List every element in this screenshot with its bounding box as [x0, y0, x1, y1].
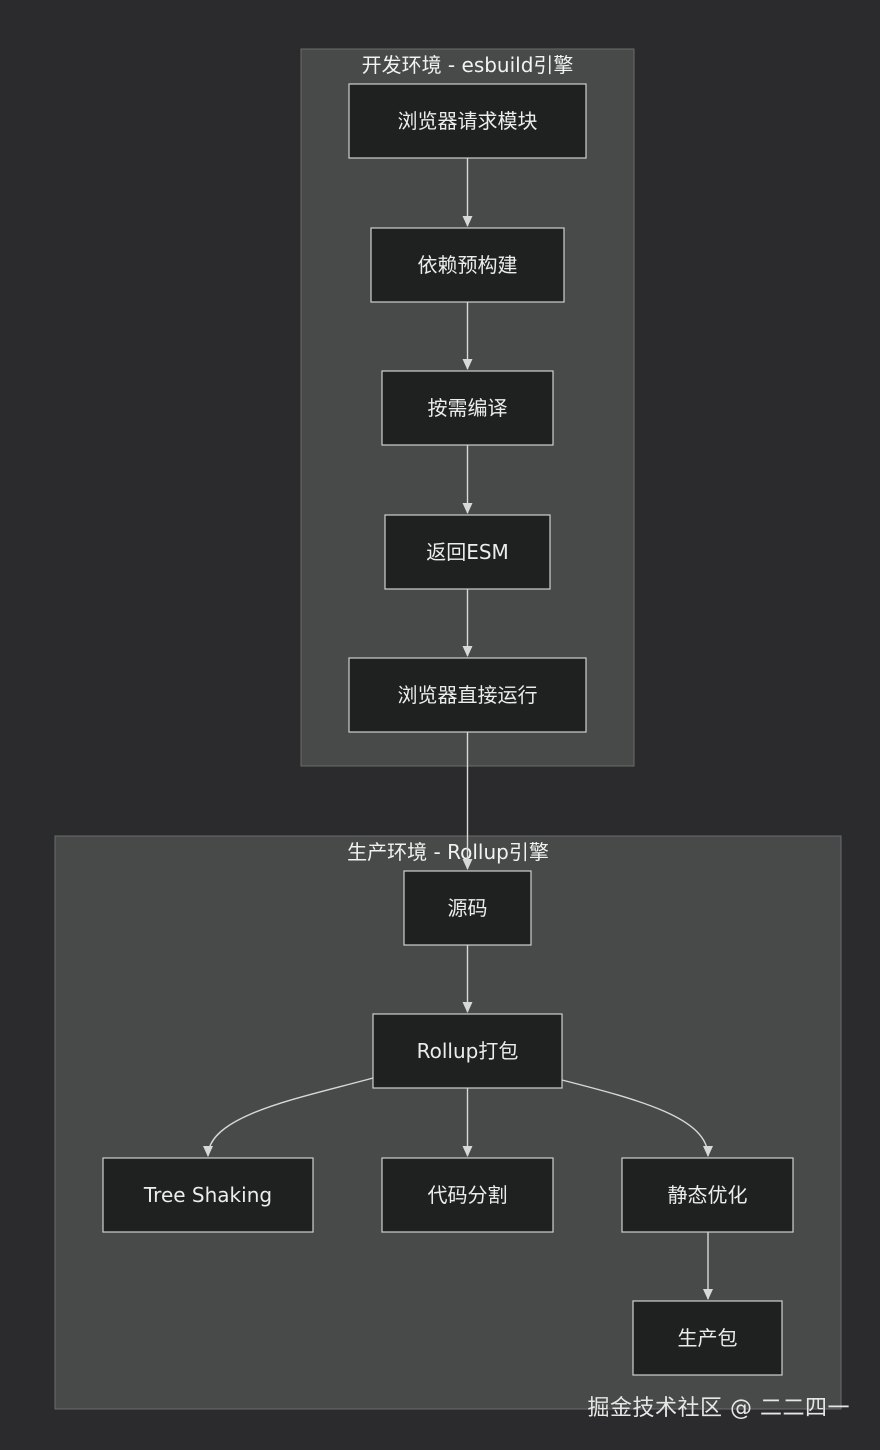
node-on-demand-compile: 按需编译 [381, 370, 554, 446]
edge-rollup-to-staticopt [561, 1079, 713, 1157]
node-tree-shaking: Tree Shaking [102, 1157, 314, 1233]
edges [203, 158, 713, 1300]
node-return-esm-label: 返回ESM [426, 540, 509, 564]
node-rollup-bundle-label: Rollup打包 [417, 1039, 519, 1063]
node-prebundle: 依赖预构建 [370, 227, 565, 303]
cluster-prod-title: 生产环境 - Rollup引擎 [347, 840, 549, 864]
watermark-text: 掘金技术社区 @ 二二四一 [587, 1396, 850, 1421]
node-rollup-bundle: Rollup打包 [372, 1013, 563, 1089]
node-on-demand-compile-label: 按需编译 [428, 396, 508, 420]
node-code-split-label: 代码分割 [428, 1183, 508, 1207]
node-static-opt-label: 静态优化 [668, 1183, 748, 1207]
cluster-dev-title: 开发环境 - esbuild引擎 [362, 53, 574, 77]
node-source-label: 源码 [448, 896, 488, 920]
node-code-split: 代码分割 [381, 1157, 554, 1233]
node-browser-run: 浏览器直接运行 [348, 657, 587, 733]
node-browser-request: 浏览器请求模块 [348, 83, 587, 159]
node-prod-bundle-label: 生产包 [678, 1326, 738, 1350]
node-browser-request-label: 浏览器请求模块 [398, 109, 538, 133]
edge-rollup-to-treeshaking [203, 1077, 374, 1157]
node-return-esm: 返回ESM [384, 514, 551, 590]
node-prebundle-label: 依赖预构建 [418, 253, 518, 277]
node-tree-shaking-label: Tree Shaking [143, 1183, 272, 1207]
node-source: 源码 [403, 870, 532, 946]
node-browser-run-label: 浏览器直接运行 [398, 683, 538, 707]
node-static-opt: 静态优化 [621, 1157, 794, 1233]
node-prod-bundle: 生产包 [632, 1300, 783, 1376]
